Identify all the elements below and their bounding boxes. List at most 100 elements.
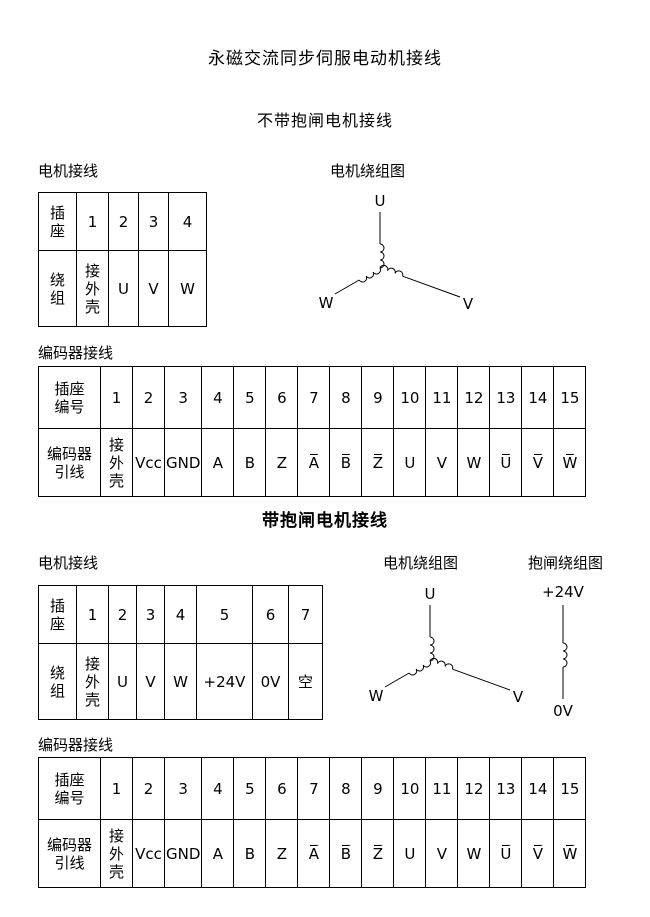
row-label-cell: 插 座 [38,192,77,251]
motor-wiring-table-no-brake: 插 座 1 2 3 4 绕 组 接 外 壳 U V W [38,192,207,327]
table-row: 绕 组 接 外 壳 U V W [38,250,207,327]
pin-number-cell: 7 [288,585,323,644]
pin-number-cell: 3 [136,585,165,644]
pin-value-cell: GND [163,428,203,497]
pin-value-cell: 接 外 壳 [76,250,109,327]
row-label-cell: 插座 编号 [38,366,101,429]
pin-number-cell: 1 [100,757,133,820]
wire-line [452,668,511,691]
wire-line [402,275,461,298]
pin-value-cell: U [108,643,137,720]
table-row: 绕 组 接 外 壳 U V W +24V 0V 空 [38,643,323,720]
pin-number-cell: 13 [489,757,523,820]
motor-wiring-label: 电机接线 [38,555,99,572]
pin-number-cell: 5 [233,366,267,429]
pin-value-cell: B [233,819,267,888]
pin-number-cell: 3 [163,757,203,820]
pin-value-cell: 接 外 壳 [100,819,133,888]
pin-value-cell: B̅ [329,819,363,888]
motor-winding-diagram-label: 电机绕组图 [330,163,406,180]
pin-number-cell: 10 [393,757,427,820]
pin-value-cell: 0V [252,643,289,720]
pin-value-cell: Z̅ [361,428,395,497]
table-row: 插座 编号 1 2 3 4 5 6 7 8 9 10 11 12 13 14 1… [38,366,587,429]
pin-number-cell: 2 [132,757,165,820]
wire-line [384,672,410,688]
pin-value-cell: A [201,428,235,497]
pin-value-cell: W [457,819,491,888]
pin-number-cell: 15 [553,366,587,429]
pin-value-cell: U [393,819,427,888]
pin-value-cell: 接 外 壳 [76,643,109,720]
pin-value-cell: GND [163,819,203,888]
pin-number-cell: 4 [201,757,235,820]
encoder-wiring-label: 编码器接线 [38,345,114,362]
pin-number-cell: 12 [457,366,491,429]
table-row: 编码器 引线 接 外 壳 Vcc GND A B Z A̅ B̅ Z̅ U V … [38,819,587,888]
phase-v-label: V [463,295,474,313]
section-title-with-brake: 带抱闸电机接线 [262,511,388,530]
coil-symbol [379,243,385,269]
encoder-wiring-table-with-brake: 插座 编号 1 2 3 4 5 6 7 8 9 10 11 12 13 14 1… [38,757,587,888]
pin-number-cell: 2 [108,585,137,644]
pin-number-cell: 8 [329,366,363,429]
table-row: 插座 编号 1 2 3 4 5 6 7 8 9 10 11 12 13 14 1… [38,757,587,820]
motor-winding-diagram-label: 电机绕组图 [383,555,459,572]
pin-value-cell: V̅ [521,428,555,497]
pin-number-cell: 1 [76,192,109,251]
pin-number-cell: 14 [521,757,555,820]
motor-winding-diagram: U W V [369,585,524,706]
pin-number-cell: 5 [233,757,267,820]
pin-value-cell: B̅ [329,428,363,497]
row-label-cell: 插 座 [38,585,77,644]
phase-u-label: U [425,585,436,603]
page-title: 永磁交流同步伺服电动机接线 [208,49,442,68]
pin-number-cell: 1 [100,366,133,429]
pin-value-cell: A̅ [297,428,331,497]
motor-winding-diagram: U W V [319,192,474,313]
pin-value-cell: Z̅ [361,819,395,888]
pin-number-cell: 15 [553,757,587,820]
brake-winding-diagram: +24V 0V [542,583,585,720]
pin-value-cell: 空 [288,643,323,720]
pin-number-cell: 14 [521,366,555,429]
coil-symbol [358,267,383,284]
pin-number-cell: 4 [164,585,197,644]
motor-wiring-table-with-brake: 插 座 1 2 3 4 5 6 7 绕 组 接 外 壳 U V W +24V 0… [38,585,323,720]
coil-symbol [429,636,435,662]
phase-w-label: W [369,687,384,705]
pin-value-cell: U [393,428,427,497]
pin-value-cell: +24V [196,643,253,720]
coil-symbol [408,660,433,677]
phase-v-label: V [513,688,524,706]
pin-number-cell: 11 [425,757,459,820]
pin-value-cell: Z [265,819,299,888]
coil-symbol [562,642,568,668]
pin-number-cell: 13 [489,366,523,429]
pin-number-cell: 11 [425,366,459,429]
pin-value-cell: W [457,428,491,497]
pin-number-cell: 5 [196,585,253,644]
pin-value-cell: V [138,250,169,327]
row-label-cell: 编码器 引线 [38,819,101,888]
row-label-cell: 绕 组 [38,250,77,327]
brake-0v-label: 0V [553,702,574,720]
pin-value-cell: U̅ [489,819,523,888]
pin-value-cell: W̅ [553,428,587,497]
phase-u-label: U [375,192,386,210]
encoder-wiring-label: 编码器接线 [38,737,114,754]
pin-value-cell: V [425,819,459,888]
table-row: 编码器 引线 接 外 壳 Vcc GND A B Z A̅ B̅ Z̅ U V … [38,428,587,497]
pin-number-cell: 9 [361,366,395,429]
phase-w-label: W [319,294,334,312]
pin-number-cell: 3 [163,366,203,429]
section-title-no-brake: 不带抱闸电机接线 [256,113,393,130]
pin-value-cell: 接 外 壳 [100,428,133,497]
table-row: 插 座 1 2 3 4 [38,192,207,251]
pin-number-cell: 2 [132,366,165,429]
pin-number-cell: 6 [265,366,299,429]
pin-number-cell: 4 [168,192,207,251]
row-label-cell: 编码器 引线 [38,428,101,497]
pin-value-cell: B [233,428,267,497]
